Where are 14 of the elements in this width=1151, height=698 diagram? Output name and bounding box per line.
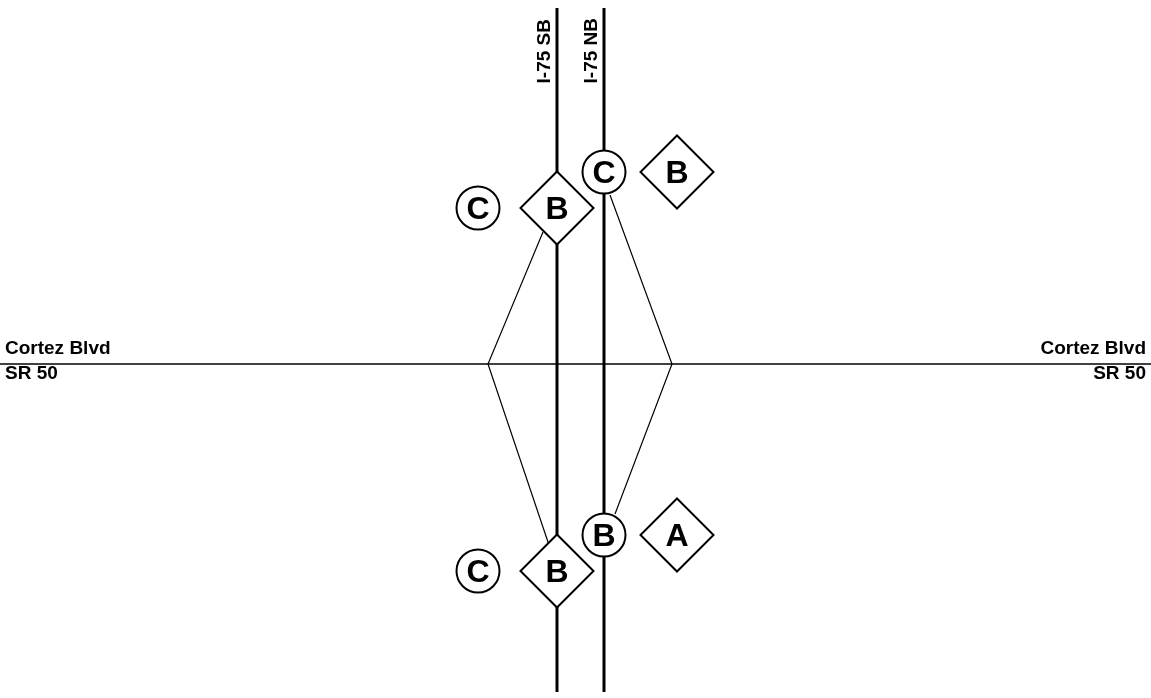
road-label: SR 50 [1093,363,1146,382]
road-label: SR 50 [5,363,58,382]
circle-marker: C [455,185,501,231]
diamond-marker: A [639,497,715,573]
circle-marker: B [581,512,627,558]
circle-marker: C [581,149,627,195]
road-label: I-75 NB [580,18,600,84]
diamond-marker: B [519,170,595,246]
diamond-marker: B [639,134,715,210]
road-label: Cortez Blvd [5,338,111,357]
road-label: I-75 SB [533,18,553,84]
circle-marker: C [455,548,501,594]
road-label: Cortez Blvd [1040,338,1146,357]
diamond-marker: B [519,533,595,609]
